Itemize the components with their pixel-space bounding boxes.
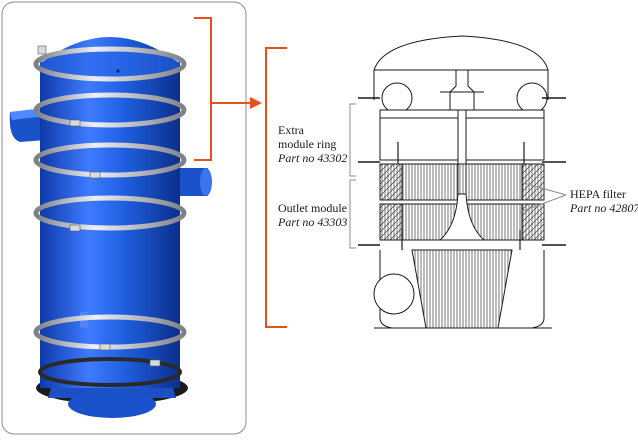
extra-module-part: Part no 43302 bbox=[278, 151, 348, 165]
hepa-filter-line1: HEPA filter bbox=[570, 187, 626, 201]
outlet-module-bracket bbox=[349, 179, 356, 249]
hepa-filter-part: Part no 42807 bbox=[570, 201, 638, 215]
filter-housing-3d-render bbox=[9, 37, 212, 418]
extra-module-bracket bbox=[349, 103, 356, 177]
cross-section-drawing bbox=[358, 35, 566, 329]
extra-module-line1: Extra bbox=[278, 123, 304, 137]
arrow-right-icon bbox=[211, 97, 262, 109]
full-assembly-bracket bbox=[265, 47, 287, 328]
outlet-module-part: Part no 43303 bbox=[278, 215, 348, 229]
extra-module-bracket-left bbox=[194, 17, 212, 161]
outlet-module-line1: Outlet module bbox=[278, 201, 347, 215]
extra-module-line2: module ring bbox=[278, 137, 337, 151]
extra-module-label: Extra module ring Part no 43302 bbox=[278, 123, 347, 165]
outlet-module-label: Outlet module Part no 43303 bbox=[278, 201, 347, 229]
hepa-filter-leader bbox=[519, 181, 567, 213]
hepa-filter-label: HEPA filter Part no 42807 bbox=[570, 187, 638, 215]
